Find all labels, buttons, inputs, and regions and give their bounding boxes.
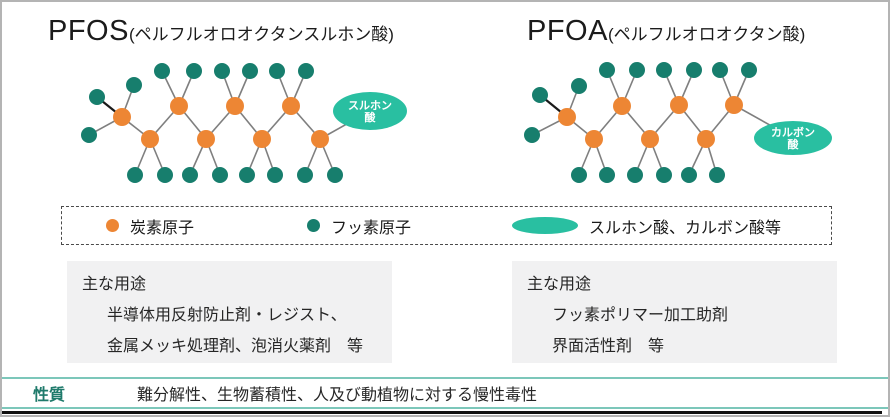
legend-fluorine-label: フッ素原子 [331,219,412,237]
carbon-atom [641,130,659,148]
carbon-atom [282,97,300,115]
carbon-atom [697,130,715,148]
carbon-atom [197,130,215,148]
pfos-title: PFOS(ペルフルオロオクタンスルホン酸) [48,15,394,48]
acid-group-ellipse-label: スルホン酸 [348,99,392,124]
legend-box: 炭素原子 フッ素原子 スルホン酸、カルボン酸等 [61,206,832,245]
fluorine-atom [681,167,697,183]
fluorine-atom [186,63,202,79]
legend-item-fluorine: フッ素原子 [307,207,411,244]
fluorine-atom [524,127,540,143]
fluorine-atom [599,167,615,183]
pfoa-reading: (ペルフルオロオクタン酸) [607,25,806,44]
fluorine-atom [629,62,645,78]
carbon-atom [585,130,603,148]
legend-item-acid-group: スルホン酸、カルボン酸等 [512,207,781,244]
fluorine-atom [269,63,285,79]
carbon-atom [725,96,743,114]
carbon-atom [141,130,159,148]
pfoa-uses-box: 主な用途 フッ素ポリマー加工助剤 界面活性剤 等 [512,261,837,363]
fluorine-atom [627,167,643,183]
fluorine-atom [239,167,255,183]
fluorine-atom [297,167,313,183]
pfos-uses-title: 主な用途 [82,276,147,293]
carbon-dot-icon [106,219,119,232]
carbon-atom [113,108,131,126]
carbon-atom [670,96,688,114]
fluorine-dot-icon [307,219,320,232]
pfoa-name: PFOA [527,15,608,47]
fluorine-atom [157,167,173,183]
pfos-uses-line: 金属メッキ処理剤、泡消火薬剤 等 [107,338,364,355]
fluorine-atom [89,89,105,105]
fluorine-atom [571,78,587,94]
pfoa-uses-title: 主な用途 [527,276,592,293]
acid-group-ellipse [754,121,832,155]
carbon-atom [226,97,244,115]
carbon-atom [558,108,576,126]
fluorine-atom [656,62,672,78]
legend-carbon-label: 炭素原子 [130,219,195,237]
fluorine-atom [327,167,343,183]
pfos-name: PFOS [48,15,129,47]
fluorine-atom [126,77,142,93]
fluorine-atom [267,167,283,183]
fluorine-atom [154,63,170,79]
pfos-uses-box: 主な用途 半導体用反射防止剤・レジスト、 金属メッキ処理剤、泡消火薬剤 等 [67,261,392,363]
fluorine-atom [127,167,143,183]
fluorine-atom [81,127,97,143]
legend-item-carbon: 炭素原子 [106,207,194,244]
carbon-atom [170,97,188,115]
fluorine-atom [212,167,228,183]
fluorine-atom [656,167,672,183]
carbon-atom [253,130,271,148]
pfoa-uses-line: フッ素ポリマー加工助剤 [552,307,729,324]
fluorine-atom [686,62,702,78]
fluorine-atom [298,63,314,79]
fluorine-atom [214,63,230,79]
pfoa-uses-line: 界面活性剤 等 [552,338,665,355]
bottom-accent-bar [2,411,882,414]
acid-group-ellipse-icon [512,217,578,234]
fluorine-atom [712,62,728,78]
fluorine-atom [599,62,615,78]
pfos-uses-line: 半導体用反射防止剤・レジスト、 [107,307,347,324]
acid-group-ellipse-label: カルボン酸 [771,125,815,151]
fluorine-atom [182,167,198,183]
legend-acid-group-label: スルホン酸、カルボン酸等 [589,219,782,237]
acid-group-ellipse [333,92,407,130]
fluorine-atom [242,63,258,79]
pfos-reading: (ペルフルオロオクタンスルホン酸) [128,25,394,44]
fluorine-atom [709,167,725,183]
properties-text: 難分解性、生物蓄積性、人及び動植物に対する慢性毒性 [137,387,538,404]
fluorine-atom [571,167,587,183]
properties-row: 性質 難分解性、生物蓄積性、人及び動植物に対する慢性毒性 [2,377,888,409]
carbon-atom [613,97,631,115]
carbon-atom [311,130,329,148]
fluorine-atom [532,87,548,103]
properties-label: 性質 [33,387,66,404]
fluorine-atom [741,62,757,78]
pfoa-title: PFOA(ペルフルオロオクタン酸) [527,15,805,48]
